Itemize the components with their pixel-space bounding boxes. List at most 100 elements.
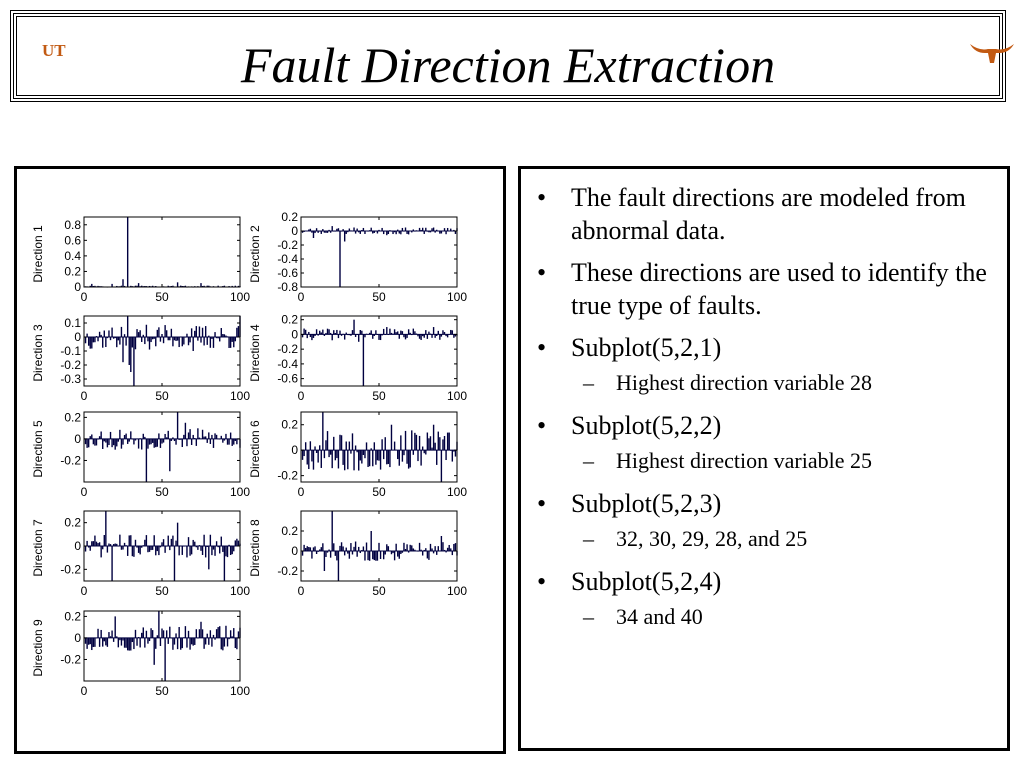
data-bar (133, 337, 135, 386)
data-bar (84, 438, 87, 445)
data-bar (189, 637, 191, 650)
data-bar (112, 544, 115, 546)
data-bar (348, 551, 351, 559)
sub-bullet-item: –Highest direction variable 28 (521, 369, 1007, 397)
data-bar (397, 450, 399, 460)
data-bar (370, 448, 372, 451)
data-bar (429, 231, 432, 233)
data-bar (425, 227, 427, 231)
data-bar (236, 637, 238, 650)
data-bar (194, 541, 196, 546)
x-tick-label: 100 (230, 389, 250, 403)
data-bar (112, 637, 115, 642)
data-bar (220, 637, 222, 650)
data-bar (134, 438, 137, 441)
data-bar (100, 629, 102, 638)
data-bar (314, 231, 316, 234)
data-bar (172, 535, 174, 546)
data-bar (432, 551, 435, 554)
y-tick-label: 0 (74, 539, 81, 553)
data-bar (362, 546, 365, 551)
data-bar (325, 332, 327, 335)
bullet-item: •Subplot(5,2,2) (521, 409, 1007, 442)
y-axis-label: Direction 3 (31, 324, 45, 382)
x-tick-label: 50 (372, 290, 386, 304)
data-bar (223, 334, 226, 337)
data-bar (187, 432, 190, 439)
y-tick-label: 0.2 (281, 313, 298, 327)
data-bar (190, 637, 193, 645)
data-bar (102, 546, 104, 550)
data-bar (400, 330, 402, 335)
data-bar (353, 546, 355, 551)
data-bar (378, 542, 380, 551)
slide-title: Fault Direction Extraction (240, 37, 776, 93)
data-bar (407, 551, 410, 553)
data-bar (418, 435, 421, 451)
data-bar (323, 450, 326, 459)
plot-frame (300, 216, 458, 288)
data-bar (183, 434, 185, 439)
data-bar (304, 329, 307, 335)
data-bar (131, 546, 134, 557)
data-bar (153, 337, 155, 339)
data-bar (87, 546, 90, 548)
data-bar (309, 441, 312, 451)
data-bar (120, 285, 123, 287)
data-bar (382, 450, 385, 460)
data-bar (87, 637, 90, 645)
data-bar (354, 541, 357, 551)
data-bar (208, 637, 210, 645)
data-bar (432, 424, 435, 451)
data-bar (212, 337, 215, 348)
data-bar (105, 337, 107, 348)
data-bar (387, 450, 390, 464)
data-bar (187, 537, 190, 546)
data-bar (111, 546, 113, 581)
data-bar (215, 541, 218, 546)
data-bar (206, 285, 208, 287)
data-bar (119, 337, 121, 345)
sub-bullet-dash: – (583, 370, 594, 395)
data-bar (362, 450, 365, 455)
data-bar (89, 285, 91, 287)
data-bar (97, 628, 99, 638)
data-bar (111, 438, 113, 448)
data-bar (231, 285, 233, 287)
data-bar (111, 327, 113, 337)
data-bar (200, 283, 202, 287)
data-bar (125, 337, 127, 346)
longhorn-logo-icon (970, 44, 1014, 63)
data-bar (315, 551, 318, 554)
data-bar (368, 450, 371, 467)
y-tick-label: -0.2 (277, 564, 298, 578)
data-bar (167, 285, 169, 287)
data-bar (126, 637, 129, 651)
data-bar (91, 541, 93, 546)
data-bar (123, 285, 126, 287)
data-bar (225, 546, 227, 557)
data-bar (454, 543, 457, 551)
data-bar (217, 546, 219, 548)
data-bar (331, 450, 333, 469)
data-bar (139, 546, 141, 555)
data-bar (150, 628, 152, 638)
data-bar (339, 231, 341, 287)
data-bar (393, 329, 396, 335)
data-bar (309, 228, 312, 231)
x-tick-label: 0 (298, 485, 305, 499)
data-bar (178, 546, 180, 556)
data-bar (228, 637, 230, 640)
data-bar (222, 546, 224, 552)
data-bar (328, 549, 330, 551)
data-bar (397, 331, 399, 335)
y-axis-label: Direction 9 (31, 619, 45, 677)
data-bar (222, 334, 224, 337)
y-tick-label: 0 (291, 224, 298, 238)
data-bar (340, 334, 343, 336)
data-bar (323, 334, 326, 336)
data-bar (421, 551, 424, 556)
bullet-text: The fault directions are modeled from ab… (571, 183, 966, 245)
data-bar (176, 337, 179, 341)
data-bar (108, 438, 110, 445)
